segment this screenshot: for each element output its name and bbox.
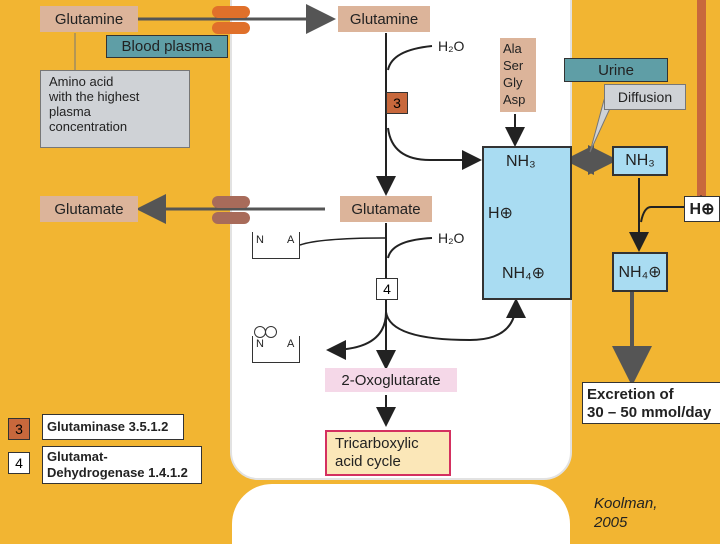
urine-h-plus: H⊕ (684, 196, 720, 222)
urine-label: Urine (564, 58, 668, 82)
glutamine-transporter (212, 6, 250, 34)
blood-plasma-label: Blood plasma (106, 35, 228, 58)
oxoglutarate: 2-Oxoglutarate (325, 368, 457, 392)
cell-glutamate: Glutamate (340, 196, 432, 222)
tca-cycle: Tricarboxylic acid cycle (325, 430, 451, 476)
lumen-divider (697, 0, 706, 200)
cell-nh4: NH₄⊕ (502, 265, 546, 282)
excretion-box: Excretion of 30 – 50 mmol/day (582, 382, 720, 424)
blood-glutamate: Glutamate (40, 196, 138, 222)
h2o-label-1: H₂O (438, 38, 465, 54)
na-transporter-top: N A (252, 232, 300, 259)
amino-acids-list: Ala Ser Gly Asp (500, 38, 536, 112)
enzyme-4-marker: 4 (376, 278, 398, 300)
urine-nh3: NH₃ (612, 146, 668, 176)
cell-h-plus: H⊕ (488, 205, 513, 222)
cell-glutamine: Glutamine (338, 6, 430, 32)
h2o-label-2: H₂O (438, 230, 465, 246)
diffusion-label: Diffusion (604, 84, 686, 110)
glutamate-transporter (212, 196, 250, 224)
legend-text-4: Glutamat- Dehydrogenase 1.4.1.2 (42, 446, 202, 484)
amino-acid-note: Amino acid with the highest plasma conce… (40, 70, 190, 148)
enzyme-3-marker: 3 (386, 92, 408, 114)
legend-text-3: Glutaminase 3.5.1.2 (42, 414, 184, 440)
credit: Koolman, 2005 (594, 495, 658, 531)
cell-base (232, 484, 570, 544)
na-transporter-bottom: N A (252, 336, 300, 363)
cell-ammonia-box: NH₃ H⊕ NH₄⊕ (482, 146, 572, 300)
legend-num-3: 3 (8, 418, 30, 440)
cell-nh3: NH₃ (506, 153, 536, 170)
blood-glutamine: Glutamine (40, 6, 138, 32)
legend-num-4: 4 (8, 452, 30, 474)
urine-nh4: NH₄⊕ (612, 252, 668, 292)
transporter-circles (254, 326, 280, 338)
